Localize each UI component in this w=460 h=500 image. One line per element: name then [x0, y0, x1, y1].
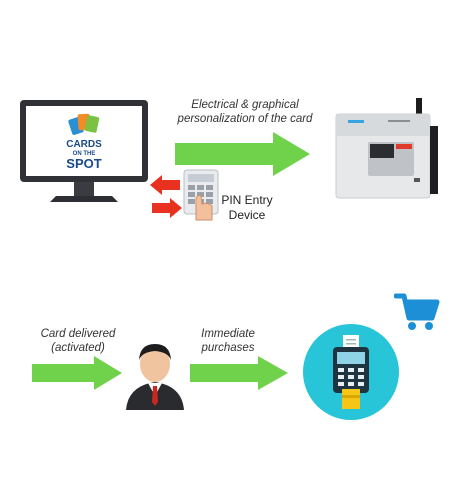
- keypad-icon: [182, 168, 222, 222]
- personalization-caption: Electrical & graphical personalization o…: [170, 98, 320, 126]
- red-arrow-left: [150, 175, 180, 195]
- monitor-icon: CARDS ON THE SPOT: [18, 98, 150, 216]
- immediate-purchases-caption: Immediate purchases: [190, 327, 266, 355]
- delivered-line-1: Card delivered: [40, 328, 116, 340]
- purchases-line-1: Immediate: [201, 328, 255, 340]
- person-icon: [124, 338, 186, 410]
- logo-text-cards: CARDS: [66, 139, 102, 150]
- printer-icon: [330, 98, 442, 204]
- logo-text-spot: SPOT: [66, 156, 101, 171]
- pin-label-line-1: PIN Entry: [221, 193, 273, 207]
- green-arrow-delivery: [32, 356, 122, 390]
- delivered-line-2: (activated): [51, 342, 105, 354]
- green-arrow-personalization: [175, 132, 310, 176]
- shopping-cart-icon: [394, 292, 440, 332]
- caption-line-1: Electrical & graphical: [191, 99, 299, 111]
- caption-line-2: personalization of the card: [177, 113, 313, 125]
- card-delivered-caption: Card delivered (activated): [34, 327, 122, 355]
- purchases-line-2: purchases: [201, 342, 255, 354]
- green-arrow-purchases: [190, 356, 288, 390]
- red-arrow-right: [152, 198, 182, 218]
- logo-text-onthe: ON THE: [73, 151, 96, 157]
- pin-entry-label: PIN Entry Device: [214, 193, 280, 223]
- pin-label-line-2: Device: [228, 208, 266, 222]
- pos-terminal-icon: [302, 323, 400, 421]
